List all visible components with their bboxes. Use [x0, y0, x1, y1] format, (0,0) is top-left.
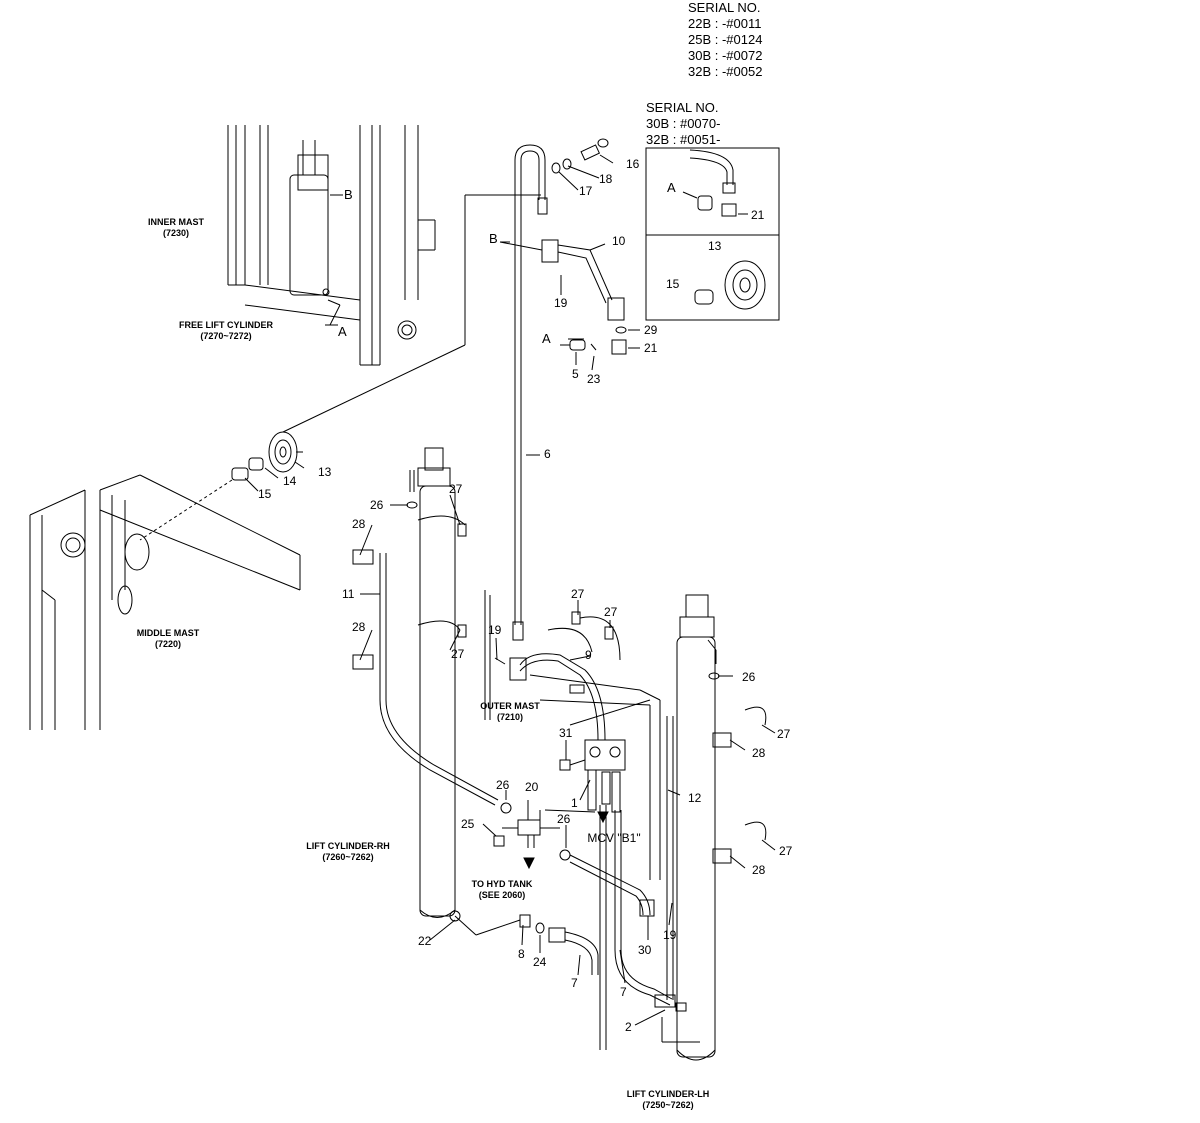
- caption-mcv-b1: MCV "B1": [587, 831, 640, 845]
- bolt-16: [551, 138, 609, 174]
- outer-mast-drawing: [484, 590, 661, 880]
- callout-13-inset: 13: [708, 239, 722, 253]
- tee-20: [493, 802, 571, 861]
- callout-21: 21: [644, 341, 658, 355]
- callout-11: 11: [342, 587, 355, 601]
- serial-top-line-3: 30B : -#0072: [688, 48, 762, 63]
- callout-28-lh-upper: 28: [752, 746, 766, 760]
- callout-8: 8: [518, 947, 525, 961]
- caption-lift-cylinder-lh-code: (7250~7262): [642, 1100, 693, 1110]
- caption-free-lift: FREE LIFT CYLINDER: [179, 320, 273, 330]
- fittings-21-29: [560, 326, 627, 355]
- hose-6: [512, 144, 548, 641]
- callout-25: 25: [461, 817, 475, 831]
- free-lift-cylinder-drawing: [289, 140, 341, 306]
- caption-to-hyd-tank: TO HYD TANK: [472, 879, 533, 889]
- callout-26-lower: 26: [557, 812, 571, 826]
- letter-a-main: A: [542, 331, 551, 346]
- caption-inner-mast: INNER MAST: [148, 217, 205, 227]
- callout-5: 5: [572, 367, 579, 381]
- callout-15: 15: [258, 487, 272, 501]
- caption-lift-cylinder-rh-code: (7260~7262): [322, 852, 373, 862]
- serial-top-title: SERIAL NO.: [688, 0, 760, 15]
- callout-2: 2: [625, 1020, 632, 1034]
- caption-outer-mast-code: (7210): [497, 712, 523, 722]
- callout-27-mid: 27: [571, 587, 585, 601]
- caption-middle-mast-code: (7220): [155, 639, 181, 649]
- serial-top-line-1: 22B : -#0011: [688, 16, 761, 31]
- callout-1: 1: [571, 796, 578, 810]
- callout-28-lower: 28: [352, 620, 366, 634]
- caption-middle-mast: MIDDLE MAST: [137, 628, 200, 638]
- middle-mast-drawing: [29, 474, 301, 730]
- caption-outer-mast: OUTER MAST: [480, 701, 540, 711]
- pulley-assembly-left: [139, 194, 541, 541]
- caption-inner-mast-code: (7230): [163, 228, 189, 238]
- callout-27-right: 27: [604, 605, 618, 619]
- callout-28-upper: 28: [352, 517, 366, 531]
- caption-see-2060: (SEE 2060): [479, 890, 526, 900]
- letter-b-main: B: [489, 231, 498, 246]
- caption-lift-cylinder-rh: LIFT CYLINDER-RH: [306, 841, 390, 851]
- callout-21-inset: 21: [751, 208, 765, 222]
- callout-12: 12: [688, 791, 702, 805]
- callout-27-lh-lower: 27: [779, 844, 793, 858]
- reference-letters: B A B A A: [338, 180, 676, 346]
- callout-27-lh-upper: 27: [777, 727, 791, 741]
- serial-top-line-2: 25B : -#0124: [688, 32, 762, 47]
- callout-26-top: 26: [370, 498, 384, 512]
- callout-26-tee: 26: [496, 778, 510, 792]
- callout-9: 9: [585, 648, 592, 662]
- lift-cylinder-rh-drawing: [406, 447, 461, 922]
- serial-block-top: SERIAL NO. 22B : -#0011 25B : -#0124 30B…: [688, 0, 762, 79]
- leader-lines: [244, 154, 776, 1043]
- callout-14: 14: [283, 474, 297, 488]
- lift-cylinder-lh-drawing: [666, 594, 767, 1061]
- callout-19-low: 19: [663, 928, 677, 942]
- callout-28-lh-lower: 28: [752, 863, 766, 877]
- mcv-manifold: [559, 739, 626, 813]
- callout-16: 16: [626, 157, 640, 171]
- callout-15-inset: 15: [666, 277, 680, 291]
- callout-6: 6: [544, 447, 551, 461]
- letter-b-inner: B: [344, 187, 353, 202]
- callout-18: 18: [599, 172, 613, 186]
- callout-10: 10: [612, 234, 626, 248]
- callout-26-right: 26: [742, 670, 756, 684]
- callout-27-upper: 27: [449, 482, 463, 496]
- hose-11: [352, 515, 499, 806]
- callout-22: 22: [418, 934, 432, 948]
- callout-31: 31: [559, 726, 573, 740]
- callout-19-mid: 19: [488, 623, 502, 637]
- flow-arrows: [523, 811, 609, 870]
- callout-30: 30: [638, 943, 652, 957]
- serial-inset-line-2: 32B : #0051-: [646, 132, 720, 147]
- callout-29: 29: [644, 323, 658, 337]
- serial-inset-line-1: 30B : #0070-: [646, 116, 720, 131]
- callout-24: 24: [533, 955, 547, 969]
- tube-7: [454, 805, 687, 1050]
- letter-a-inner: A: [338, 324, 347, 339]
- callout-27-lower: 27: [451, 647, 465, 661]
- callout-7-left: 7: [571, 976, 578, 990]
- callout-23: 23: [587, 372, 601, 386]
- inner-mast-drawing: [227, 125, 436, 366]
- caption-lift-cylinder-lh: LIFT CYLINDER-LH: [627, 1089, 710, 1099]
- callout-19-top: 19: [554, 296, 568, 310]
- serial-inset-title: SERIAL NO.: [646, 100, 718, 115]
- callout-7-right: 7: [620, 985, 627, 999]
- part-callouts: 16 18 17 21 13 15 10 19 29 21 5 23 6 13 …: [258, 157, 793, 1034]
- caption-free-lift-code: (7270~7272): [200, 331, 251, 341]
- captions: INNER MAST (7230) FREE LIFT CYLINDER (72…: [137, 217, 710, 1110]
- callout-20: 20: [525, 780, 539, 794]
- inset-box: [645, 147, 780, 321]
- serial-block-inset: SERIAL NO. 30B : #0070- 32B : #0051-: [646, 100, 720, 147]
- callout-17: 17: [579, 184, 593, 198]
- callout-13: 13: [318, 465, 332, 479]
- letter-a-inset: A: [667, 180, 676, 195]
- serial-top-line-4: 32B : -#0052: [688, 64, 762, 79]
